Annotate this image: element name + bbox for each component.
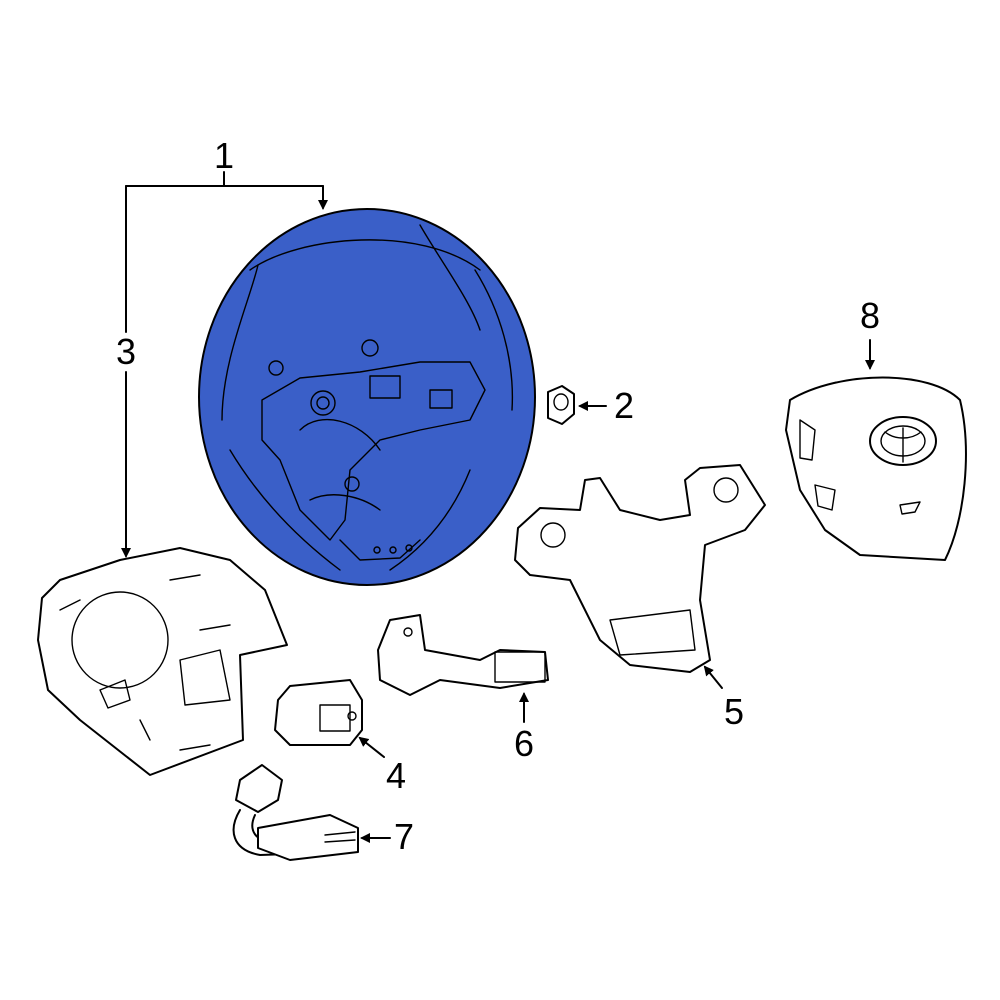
part-5-spoke-cover[interactable] [514, 464, 766, 673]
callout-6: 6 [514, 723, 534, 764]
callout-4: 4 [386, 755, 406, 796]
part-2-nut[interactable] [547, 385, 575, 425]
callout-3: 3 [116, 331, 136, 372]
part-7-wire-harness[interactable] [232, 764, 359, 861]
callout-7: 7 [394, 816, 414, 857]
part-6-sensor[interactable] [377, 614, 549, 696]
part-3-lower-cover[interactable] [37, 547, 288, 776]
part-1-steering-wheel[interactable] [198, 208, 536, 586]
callout-1: 1 [214, 135, 234, 176]
callout-labels: 1 2 3 4 5 6 7 8 [116, 135, 880, 857]
part-4-switch[interactable] [274, 679, 363, 746]
callout-5: 5 [724, 691, 744, 732]
callout-2: 2 [614, 385, 634, 426]
leader-lines [121, 171, 875, 843]
part-8-airbag[interactable] [785, 376, 967, 561]
callout-8: 8 [860, 295, 880, 336]
